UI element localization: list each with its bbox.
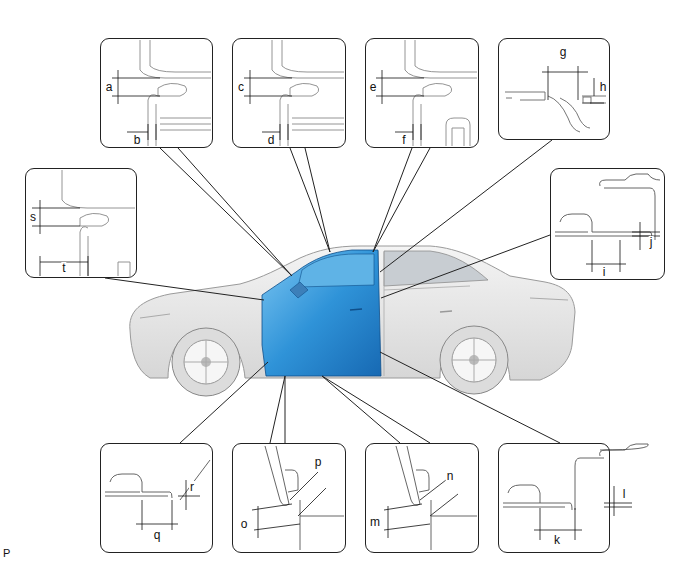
detail-inset: gh [498,38,610,140]
detail-inset: rq [100,443,213,553]
dimension-letter: o [240,518,249,530]
dimension-letter: r [189,481,195,493]
dimension-letter: m [369,516,381,528]
dimension-letter: k [553,534,561,546]
dimension-letter: f [401,134,406,146]
detail-inset: ab [100,38,213,148]
dimension-letter: d [267,134,276,146]
dimension-letter: h [599,81,608,93]
dimension-letter: j [649,236,654,248]
detail-inset: cd [232,38,346,148]
dimension-letter: b [133,134,142,146]
detail-inset: mn [365,443,479,553]
dimension-letter: q [153,529,162,541]
detail-inset: lk [498,443,610,553]
dimension-letter: e [369,81,378,93]
dimension-letter: g [559,46,568,58]
detail-inset: op [232,443,346,553]
detail-inset: ef [365,38,479,148]
dimension-letter: i [602,266,607,278]
detail-inset: st [25,168,137,278]
dimension-letter: t [61,262,66,274]
figure-code: P [3,548,10,559]
dimension-letter: s [29,211,37,223]
detail-inset: ji [550,168,665,280]
dimension-letter: l [622,488,627,500]
dimension-letter: c [237,81,245,93]
dimension-letter: p [314,456,323,468]
dimension-letter: a [105,81,114,93]
dimension-letter: n [446,470,455,482]
